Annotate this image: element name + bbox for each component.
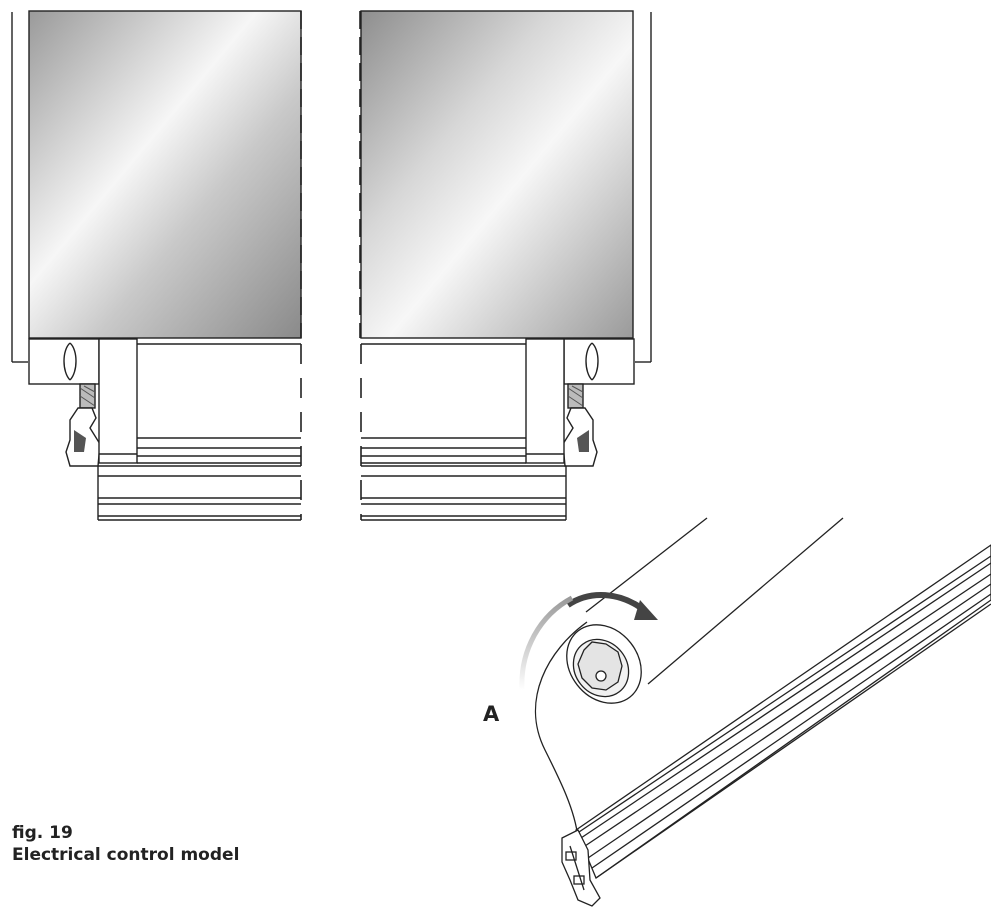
figure-caption: fig. 19 Electrical control model <box>12 822 239 866</box>
left-glass-pane <box>28 10 302 339</box>
right-glass-pane <box>360 10 634 339</box>
figure-number: fig. 19 <box>12 823 73 843</box>
callout-label-a: A <box>483 702 500 726</box>
figure-title: Electrical control model <box>12 845 240 866</box>
left-panel-assembly <box>11 10 302 521</box>
bottom-rail-profile <box>561 544 991 907</box>
right-panel-assembly <box>359 10 652 521</box>
rotation-arrow <box>566 592 646 613</box>
roller-blind-detail <box>519 517 844 839</box>
